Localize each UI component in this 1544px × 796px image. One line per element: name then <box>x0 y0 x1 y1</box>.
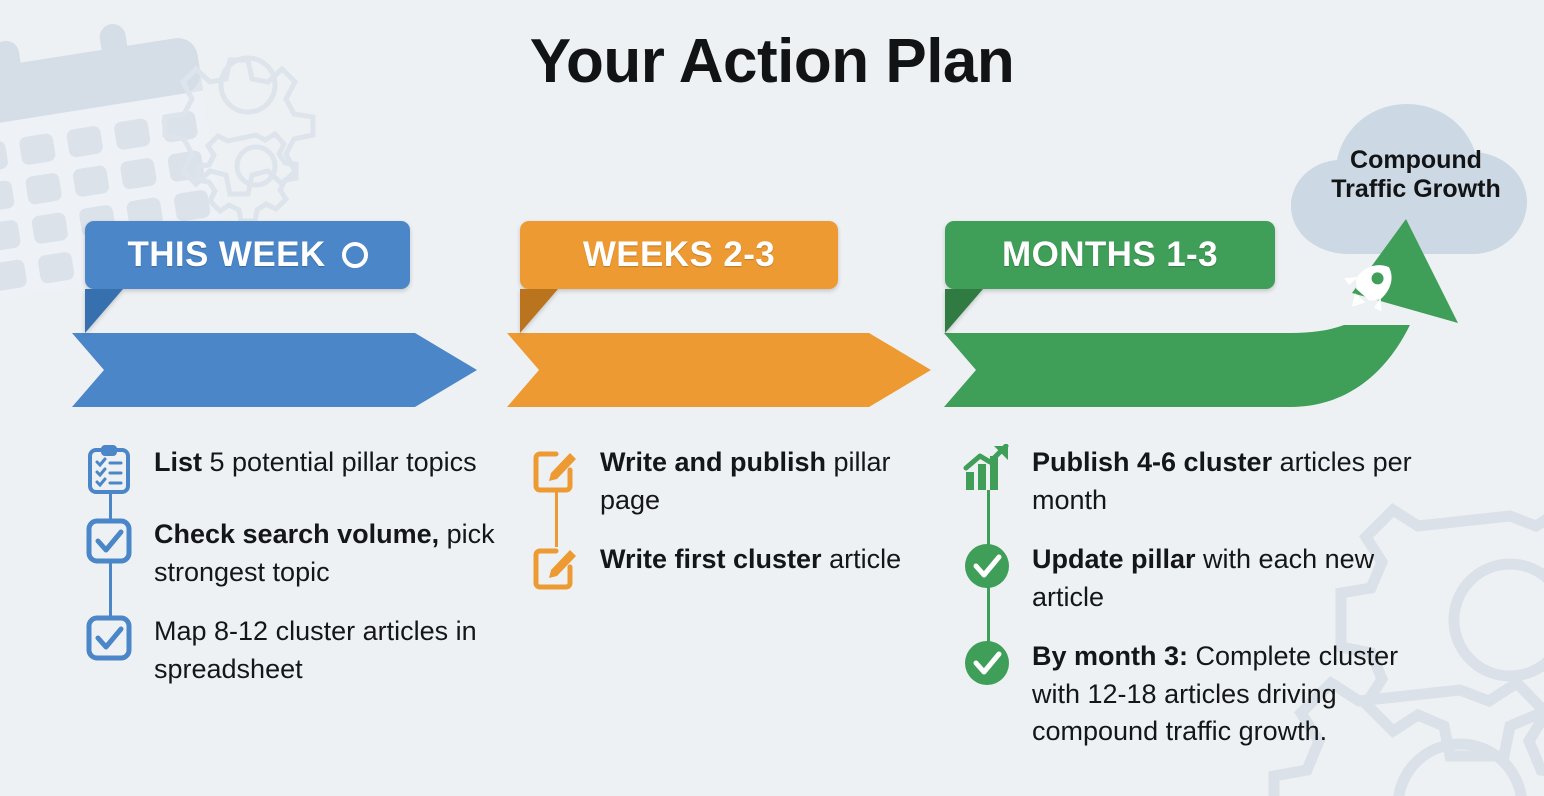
phase-banner-weeks-2-3[interactable]: WEEKS 2-3 <box>520 221 838 333</box>
icon-column <box>530 541 582 591</box>
icon-column <box>962 541 1014 645</box>
item-text: List 5 potential pillar topics <box>154 444 504 494</box>
list-item[interactable]: Check search volume, pick strongest topi… <box>84 516 504 620</box>
phase-banner-months-1-3[interactable]: MONTHS 1-3 <box>945 221 1275 333</box>
icon-column <box>84 516 136 620</box>
timeline-arrows <box>72 325 1410 407</box>
orange-chevron-arrow <box>507 333 931 407</box>
item-text: Write and publish pillar page <box>600 444 930 519</box>
item-text-bold: By month 3: <box>1032 641 1189 672</box>
list-item[interactable]: Write first cluster article <box>530 541 930 591</box>
item-text-rest: articles per month <box>1032 447 1412 515</box>
banner-label: WEEKS 2-3 <box>582 235 776 274</box>
list-item[interactable]: Update pillar with each new article <box>962 541 1432 645</box>
item-text-bold: Update pillar <box>1032 544 1196 575</box>
list-item[interactable]: List 5 potential pillar topics <box>84 444 504 522</box>
item-text-rest: Map 8-12 cluster articles in spreadsheet <box>154 616 477 684</box>
rocket-icon <box>1344 265 1392 312</box>
list-item[interactable]: Map 8-12 cluster articles in spreadsheet <box>84 613 504 688</box>
connector-line <box>987 490 990 548</box>
list-item[interactable]: By month 3: Complete cluster with 12-18 … <box>962 638 1432 751</box>
item-text: Map 8-12 cluster articles in spreadsheet <box>154 613 504 688</box>
item-text-rest: pillar page <box>600 447 891 515</box>
icon-column <box>962 638 1014 751</box>
phase-banner-this-week[interactable]: THIS WEEK <box>85 221 410 333</box>
green-rising-arrow <box>944 325 1410 407</box>
gear-watermark-top-tiny <box>195 130 299 224</box>
checkbox-check-icon <box>86 615 132 661</box>
list-item[interactable]: Publish 4-6 cluster articles per month <box>962 444 1432 548</box>
cloud-label: Compound Traffic Growth <box>1300 146 1532 205</box>
icon-column <box>962 444 1014 548</box>
clipboard-checklist-icon <box>88 445 130 494</box>
connector-line <box>987 587 990 645</box>
edit-pencil-square-icon <box>533 451 576 493</box>
item-text-bold: List <box>154 447 203 477</box>
phase-column-this-week: List 5 potential pillar topics Check sea… <box>84 444 504 688</box>
cloud-shape <box>1291 104 1527 254</box>
connector-line <box>555 490 558 548</box>
item-text: Check search volume, pick strongest topi… <box>154 516 504 591</box>
phase-column-months-1-3: Publish 4-6 cluster articles per month U… <box>962 444 1432 751</box>
item-text-bold: Write and publish <box>600 447 827 477</box>
edit-pencil-square-icon <box>533 548 576 590</box>
blue-chevron-arrow <box>72 333 477 407</box>
item-text-bold: Check search volume, <box>154 519 440 549</box>
check-circle-filled-icon <box>965 544 1009 589</box>
item-text: By month 3: Complete cluster with 12-18 … <box>1032 638 1432 751</box>
growth-chart-arrow-icon <box>963 444 1009 490</box>
target-dot-icon <box>341 242 368 268</box>
rocket-arrowhead <box>1344 219 1458 323</box>
list-item[interactable]: Write and publish pillar page <box>530 444 930 548</box>
connector-line <box>109 490 112 522</box>
item-text: Publish 4-6 cluster articles per month <box>1032 444 1432 519</box>
checkbox-check-icon <box>86 518 132 564</box>
cloud-label-line2: Traffic Growth <box>1331 175 1501 204</box>
icon-column <box>84 444 136 522</box>
cloud-label-line1: Compound <box>1350 146 1482 174</box>
icon-column <box>84 613 136 688</box>
connector-line <box>109 562 112 620</box>
page-title: Your Action Plan <box>529 27 1015 96</box>
check-circle-filled-icon <box>965 641 1009 686</box>
icon-column <box>530 444 582 548</box>
item-text: Write first cluster article <box>600 541 930 591</box>
item-text-rest: article <box>821 544 902 575</box>
item-text-rest: 5 potential pillar topics <box>202 447 477 477</box>
phase-column-weeks-2-3: Write and publish pillar page Write firs… <box>530 444 930 591</box>
banner-label: THIS WEEK <box>127 235 326 274</box>
banner-label: MONTHS 1-3 <box>1002 235 1218 274</box>
item-text-bold: Write first cluster <box>600 544 822 575</box>
item-text: Update pillar with each new article <box>1032 541 1432 616</box>
item-text-bold: Publish 4-6 cluster <box>1032 447 1273 477</box>
item-text-rest: pick strongest topic <box>154 519 495 587</box>
